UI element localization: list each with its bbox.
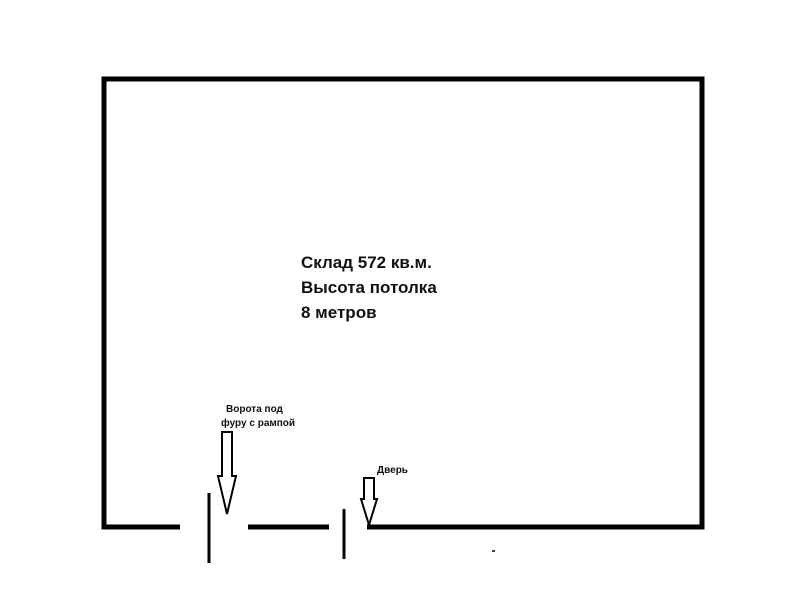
- ceiling-height-value: 8 метров: [301, 303, 377, 322]
- gate-label-line1: Ворота под: [226, 404, 283, 415]
- door-arrow-icon: [359, 477, 379, 529]
- gate-arrow-icon: [216, 431, 238, 515]
- door-label: Дверь: [377, 465, 408, 476]
- warehouse-area-label: Склад 572 кв.м.: [301, 253, 432, 272]
- gate-label-line2: фуру с рампой: [221, 418, 296, 429]
- ceiling-height-label: Высота потолка: [301, 278, 437, 297]
